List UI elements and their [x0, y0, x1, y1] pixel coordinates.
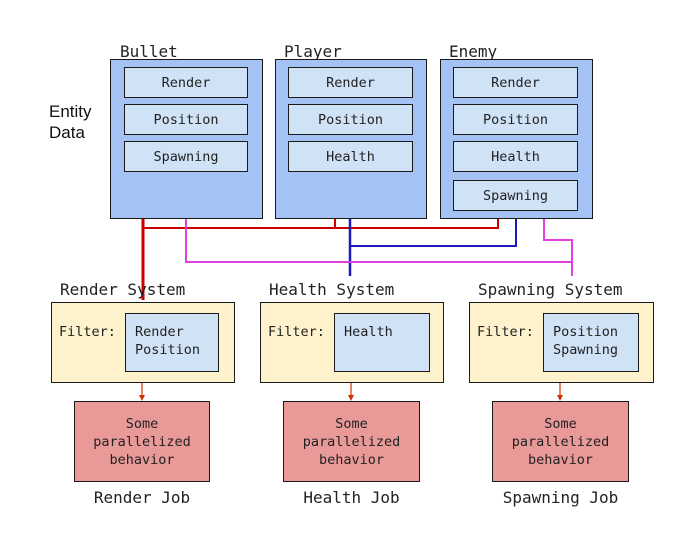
arrow-render-job-head [139, 395, 145, 401]
job-behavior-line: parallelized [511, 433, 610, 450]
job-box-health: Some parallelized behavior [283, 401, 420, 482]
component-spawning: Spawning [453, 180, 578, 211]
filter-item: Position [135, 342, 201, 358]
job-behavior-line: behavior [109, 451, 175, 468]
component-position: Position [124, 104, 248, 135]
entity-title-bullet: Bullet [120, 42, 178, 61]
job-title-spawning: Spawning Job [502, 488, 619, 507]
entity-title-enemy: Enemy [449, 42, 498, 61]
entity-data-label-line1: Entity [49, 102, 92, 121]
filter-box-render: Render Position [125, 313, 219, 372]
render-wire [143, 218, 336, 229]
job-behavior-line: behavior [527, 451, 594, 468]
job-box-render: Some parallelized behavior [74, 401, 210, 482]
filter-label: Filter: [268, 324, 325, 340]
system-title-spawning: Spawning System [478, 280, 623, 299]
filter-item: Spawning [553, 342, 619, 358]
spawning-wire [185, 218, 572, 263]
component-render: Render [288, 67, 413, 98]
filter-item: Health [344, 324, 393, 340]
component-render: Render [124, 67, 248, 98]
filter-label: Filter: [477, 324, 534, 340]
job-behavior-line: parallelized [302, 433, 401, 450]
arrow-spawning-job-head [557, 395, 563, 401]
job-title-render: Render Job [93, 488, 191, 507]
component-position: Position [288, 104, 413, 135]
entity-data-label-line2: Data [49, 123, 85, 142]
filter-box-health: Health [334, 313, 430, 372]
component-health: Health [453, 141, 578, 172]
job-box-spawning: Some parallelized behavior [492, 401, 629, 482]
system-title-render: Render System [60, 280, 186, 299]
component-spawning: Spawning [124, 141, 248, 172]
render-wire [143, 218, 499, 229]
filter-box-spawning: Position Spawning [543, 313, 639, 372]
job-behavior-line: Some [544, 415, 577, 432]
system-title-health: Health System [269, 280, 395, 299]
job-behavior-line: Some [125, 415, 159, 432]
job-behavior-line: parallelized [93, 433, 191, 450]
arrow-health-job-head [348, 395, 354, 401]
filter-item: Render [135, 324, 184, 340]
spawning-wire [543, 218, 573, 276]
entity-title-player: Player [284, 42, 342, 61]
component-position: Position [453, 104, 578, 135]
health-wire [350, 218, 517, 247]
component-render: Render [453, 67, 578, 98]
job-behavior-line: Some [335, 415, 368, 432]
job-behavior-line: behavior [318, 451, 385, 468]
filter-label: Filter: [59, 324, 116, 340]
job-title-health: Health Job [303, 488, 400, 507]
entity-data-label: Entity Data [49, 101, 92, 143]
filter-item: Position [553, 324, 619, 340]
component-health: Health [288, 141, 413, 172]
